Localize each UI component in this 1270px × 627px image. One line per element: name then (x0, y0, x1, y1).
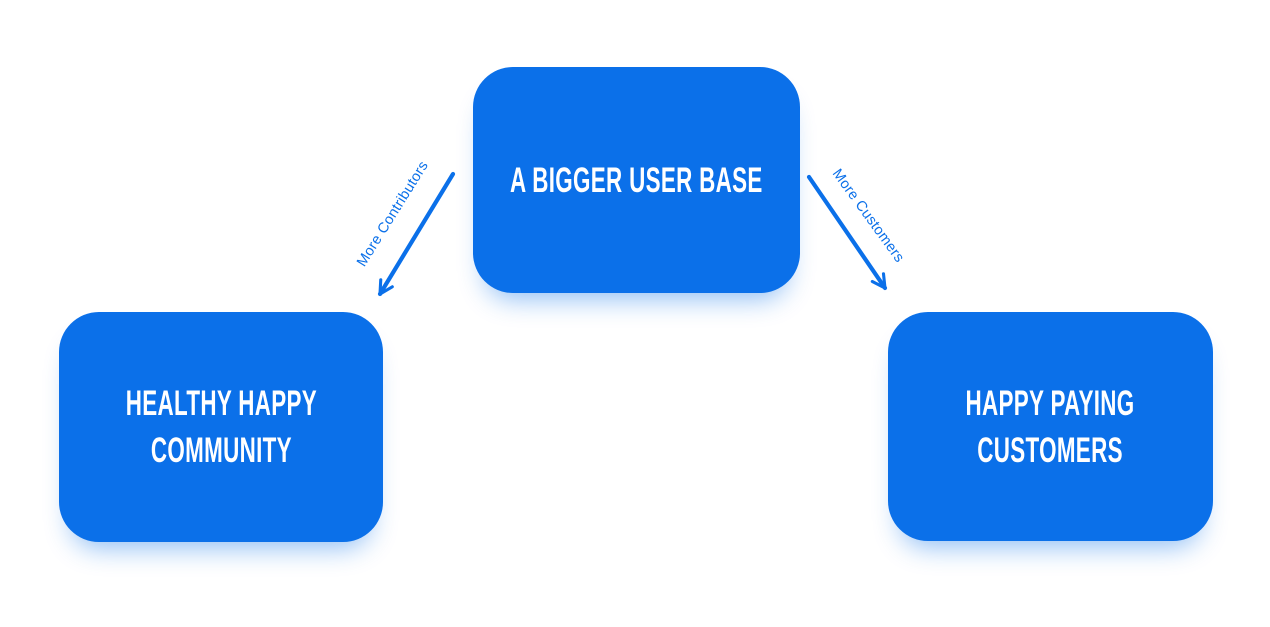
node-text-line: HEALTHY HAPPY (125, 384, 317, 423)
node-bigger-user-base: A BIGGER USER BASE (473, 67, 800, 293)
node-label: A BIGGER USER BASE (510, 157, 763, 204)
node-happy-paying-customers: HAPPY PAYING CUSTOMERS (888, 312, 1213, 541)
node-text-line: COMMUNITY (150, 431, 292, 470)
node-label: HAPPY PAYING CUSTOMERS (966, 380, 1135, 474)
node-text-line: A BIGGER USER BASE (510, 160, 763, 200)
edge-label-more-contributors: More Contributors (354, 158, 432, 270)
node-text-line: HAPPY PAYING (966, 383, 1135, 423)
node-label: HEALTHY HAPPY COMMUNITY (125, 380, 316, 474)
node-text-line: CUSTOMERS (977, 430, 1124, 470)
edge-label-more-customers: More Customers (828, 166, 908, 266)
node-healthy-happy-community: HEALTHY HAPPY COMMUNITY (59, 312, 383, 542)
arrow-more-contributors (377, 171, 456, 297)
